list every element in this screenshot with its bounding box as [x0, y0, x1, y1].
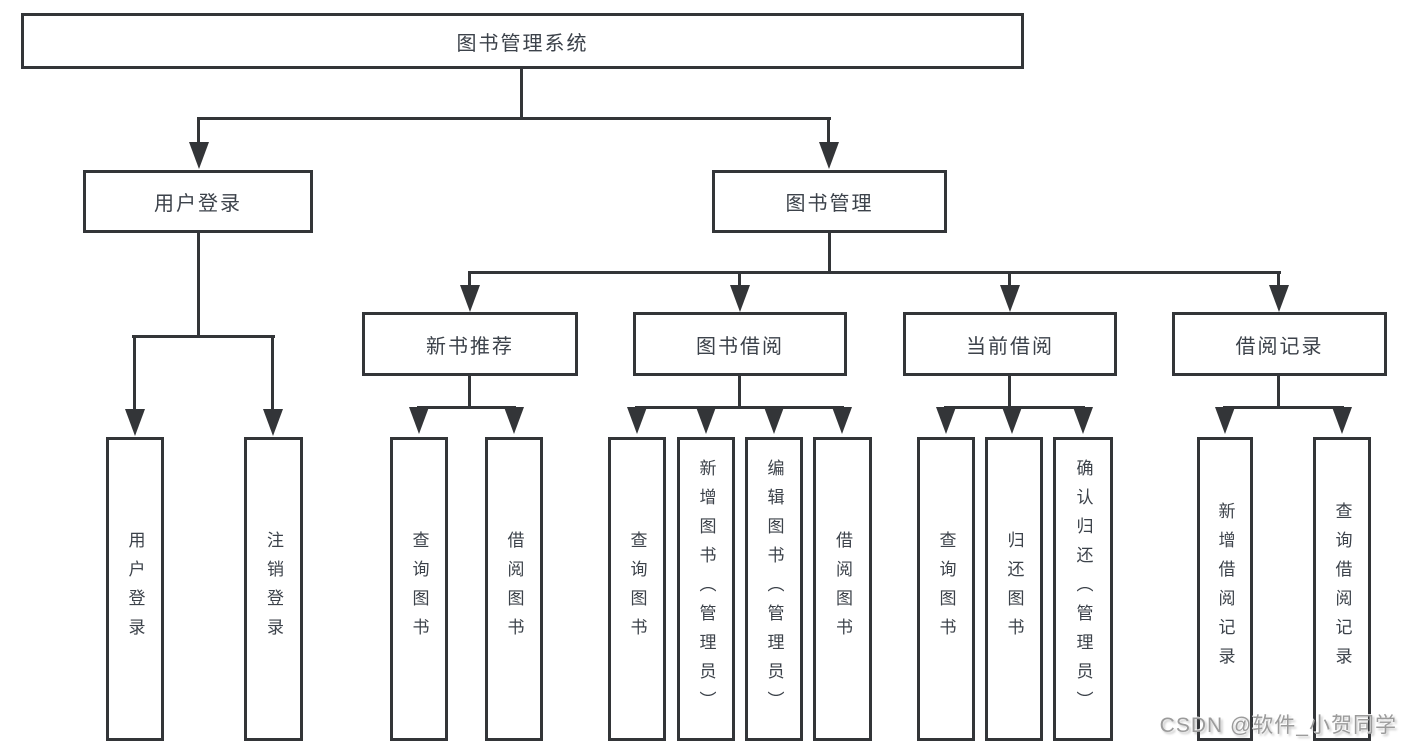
connector-line	[738, 376, 741, 406]
node-label: 查询借阅记录	[1332, 502, 1352, 676]
connector-line	[132, 335, 275, 338]
leaf-user-login: 用户登录	[106, 437, 164, 741]
connector-line	[1277, 271, 1280, 285]
leaf-query-borrow-record: 查询借阅记录	[1313, 437, 1371, 741]
connector-line	[1223, 406, 1344, 409]
arrow-down-icon	[936, 407, 956, 434]
connector-line	[828, 233, 831, 271]
node-label: 新增图书（管理员）	[696, 458, 716, 720]
arrow-down-icon	[1215, 407, 1235, 434]
node-label: 借阅图书	[504, 531, 524, 647]
connector-line	[417, 406, 516, 409]
leaf-return-book: 归还图书	[985, 437, 1043, 741]
node-label: 查询图书	[409, 531, 429, 647]
node-label: 归还图书	[1004, 531, 1024, 647]
connector-line	[520, 69, 523, 117]
leaf-logout: 注销登录	[244, 437, 303, 741]
node-label: 新增借阅记录	[1215, 502, 1235, 676]
connector-line	[468, 271, 471, 285]
node-label: 新书推荐	[426, 335, 514, 358]
arrow-down-icon	[504, 407, 524, 434]
leaf-query-books-recommend: 查询图书	[390, 437, 448, 741]
node-new-book-recommend: 新书推荐	[362, 312, 578, 376]
arrow-down-icon	[819, 142, 839, 169]
arrow-down-icon	[125, 409, 145, 436]
node-label: 借阅记录	[1235, 335, 1324, 358]
connector-line	[635, 406, 844, 409]
node-book-management: 图书管理	[712, 170, 947, 233]
arrow-down-icon	[409, 407, 429, 434]
node-label: 当前借阅	[966, 335, 1054, 358]
leaf-query-books-borrow: 查询图书	[608, 437, 666, 741]
arrow-down-icon	[263, 409, 283, 436]
connector-line	[133, 335, 136, 409]
node-label: 借阅图书	[833, 531, 852, 647]
connector-line	[827, 117, 830, 142]
arrow-down-icon	[696, 407, 716, 434]
leaf-add-book-admin: 新增图书（管理员）	[677, 437, 735, 741]
node-borrow-records: 借阅记录	[1172, 312, 1387, 376]
node-label: 图书管理系统	[456, 32, 589, 55]
arrow-down-icon	[189, 142, 209, 169]
connector-line	[468, 376, 471, 406]
leaf-confirm-return-admin: 确认归还（管理员）	[1053, 437, 1113, 741]
arrow-down-icon	[764, 407, 784, 434]
arrow-down-icon	[832, 407, 852, 434]
arrow-down-icon	[1002, 407, 1022, 434]
node-book-borrow: 图书借阅	[633, 312, 847, 376]
arrow-down-icon	[1269, 285, 1289, 312]
connector-line	[468, 271, 1281, 274]
leaf-query-books-current: 查询图书	[917, 437, 975, 741]
node-label: 注销登录	[264, 531, 283, 647]
node-label: 用户登录	[154, 193, 242, 215]
leaf-edit-book-admin: 编辑图书（管理员）	[745, 437, 803, 741]
node-label: 图书借阅	[696, 335, 784, 358]
node-label: 查询图书	[936, 531, 956, 647]
node-label: 查询图书	[627, 531, 647, 647]
arrow-down-icon	[1332, 407, 1352, 434]
node-root: 图书管理系统	[21, 13, 1024, 69]
connector-line	[197, 232, 200, 335]
node-label: 用户登录	[125, 531, 145, 647]
node-label: 确认归还（管理员）	[1073, 458, 1093, 720]
leaf-borrow-books-recommend: 借阅图书	[485, 437, 543, 741]
connector-line	[1008, 376, 1011, 406]
arrow-down-icon	[460, 285, 480, 312]
arrow-down-icon	[1000, 285, 1020, 312]
arrow-down-icon	[627, 407, 647, 434]
node-current-borrow: 当前借阅	[903, 312, 1117, 376]
arrow-down-icon	[730, 285, 750, 312]
connector-line	[1008, 271, 1011, 285]
csdn-watermark: CSDN @软件_小贺同学	[1159, 714, 1397, 737]
leaf-borrow-books: 借阅图书	[813, 437, 872, 741]
connector-line	[197, 117, 200, 142]
connector-line	[197, 117, 831, 120]
node-label: 图书管理	[785, 193, 874, 215]
arrow-down-icon	[1073, 407, 1093, 434]
leaf-add-borrow-record: 新增借阅记录	[1197, 437, 1253, 741]
connector-line	[738, 271, 741, 285]
connector-line	[271, 335, 274, 409]
node-label: 编辑图书（管理员）	[764, 458, 784, 720]
node-user-login: 用户登录	[83, 170, 313, 233]
connector-line	[1277, 376, 1280, 406]
